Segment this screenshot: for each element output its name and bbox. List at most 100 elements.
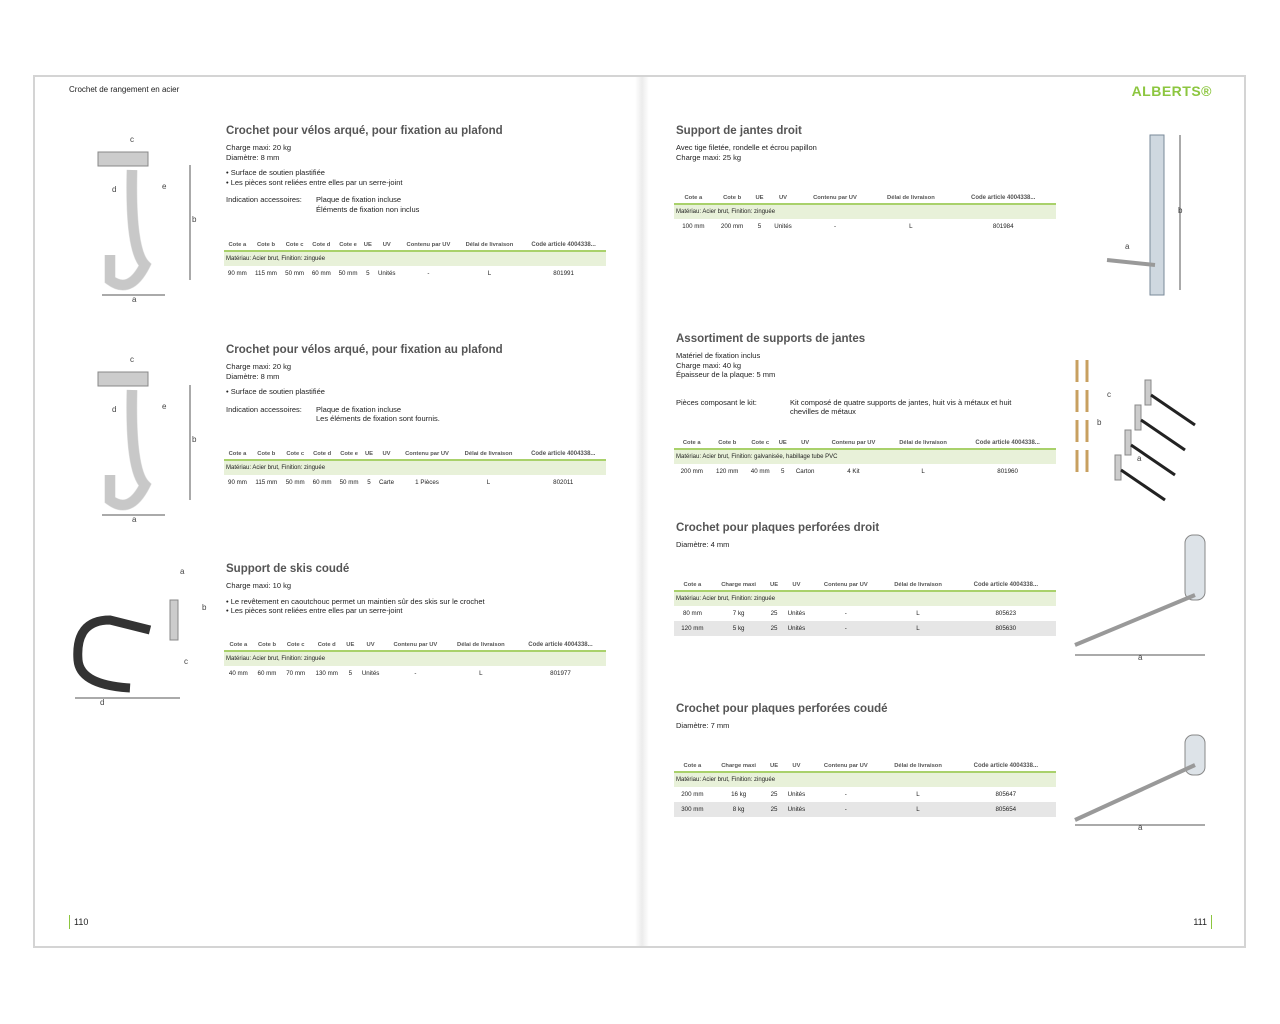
table-cell: 5 kg [710,620,767,636]
table-cell: 120 mm [674,620,711,636]
table-cell: 5 [348,669,353,677]
dimension-label: e [162,182,167,191]
table-header: Contenu par UV [397,451,457,461]
table-cell: L [880,801,956,817]
table-cell: 25 [770,609,778,617]
table-header: Cote b [709,440,745,450]
table-cell: Unités [774,222,792,230]
table-header: Cote b [712,195,752,205]
dimension-label: d [112,185,117,194]
table-header: Cote d [308,451,336,461]
table-header: Délai de livraison [871,195,951,205]
table-cell: 50 mm [285,478,305,486]
product-specs: Diamètre: 4 mm [676,540,730,549]
table-cell: 5 [366,269,370,277]
table-header: Cote e [335,451,363,461]
table-cell: 801977 [550,669,571,677]
product-features: • Surface de soutien plastifiée • Les pi… [226,168,403,187]
material-cell: Matériau: Acier brut, Finition: zinguée [674,203,1056,219]
table-header: Contenu par UV [811,582,881,592]
table-cell: 5 [367,478,371,486]
table-header: Délai de livraison [880,582,956,592]
table-header: Délai de livraison [446,642,515,652]
table-header: Contenu par UV [399,242,458,252]
table-header: Délai de livraison [457,242,522,252]
accessories-value: Kit composé de quatre supports de jantes… [790,397,1012,417]
table-cell: 90 mm [228,478,247,486]
dimension-label: a [1137,454,1142,463]
dimension-label: a [1138,823,1143,832]
material-row: Matériau: Acier brut, Finition: zinguée [224,650,606,666]
dimension-label: b [192,435,197,444]
accessories-value: Plaque de fixation incluse Les éléments … [316,404,440,424]
dimension-label: c [184,657,188,666]
table-header: Délai de livraison [886,440,960,450]
table-header: Code article 4004338... [955,582,1056,592]
table-cell: - [833,222,836,230]
product-specs: Charge maxi: 20 kg Diamètre: 8 mm [226,143,292,162]
alberts-logo: ALBERTS® [1131,83,1212,99]
table-cell: - [844,790,847,798]
product-title: Crochet pour plaques perforées droit [676,522,880,534]
product-image [1106,134,1181,296]
table-cell: Unités [361,669,380,677]
dimension-label: b [192,215,197,224]
dimension-label: d [100,698,105,707]
table-header: UE [362,451,376,461]
product-image [1074,534,1206,656]
product-title: Assortiment de supports de jantes [676,333,866,345]
table-cell: 1 Pièces [415,478,439,486]
material-cell: Matériau: Acier brut, Finition: zinguée [674,590,1056,606]
table-cell: 50 mm [285,269,305,277]
running-head: Crochet de rangement en acier [69,85,180,94]
table-cell: L [909,222,913,230]
table-cell: Unités [781,801,812,817]
table-cell: 805647 [995,790,1017,798]
table-header: UE [361,242,375,252]
table-header: Cote c [281,642,311,652]
table-header: Code article 4004338... [959,440,1056,450]
table-cell: 60 mm [257,669,277,677]
dimension-label: c [130,135,134,144]
dimension-label: a [1125,242,1130,251]
dimension-label: d [112,405,117,414]
table-header: Cote a [224,642,253,652]
accessories-label: Pièces composant le kit: [676,397,757,407]
table-header: Contenu par UV [820,440,887,450]
product-title: Support de skis coudé [226,563,350,575]
page-number-right: 111 [1189,915,1212,929]
table-cell: L [916,790,920,798]
material-row: Matériau: Acier brut, Finition: zinguée [224,459,606,475]
table-cell: Carton [795,467,815,475]
page-gutter [635,77,649,946]
material-cell: Matériau: Acier brut, Finition: zinguée [674,771,1056,787]
table-header: UV [374,242,400,252]
product-specs: Avec tige filetée, rondelle et écrou pap… [676,143,817,162]
table-cell: L [486,478,491,486]
table-header: UE [751,195,768,205]
page-number-left: 110 [69,915,92,929]
catalog-spread: Crochet de rangement en acier ALBERTS® 1… [33,75,1246,948]
table-header: Délai de livraison [456,451,521,461]
product-title: Crochet pour vélos arqué, pour fixation … [226,125,503,137]
table-cell: L [487,269,492,277]
table-cell: - [414,669,417,677]
table-cell: 300 mm [674,801,711,817]
table-header: Cote b [252,642,282,652]
dimension-label: c [1107,390,1111,399]
table-cell: Unités [377,269,396,277]
table-header: Contenu par UV [383,642,447,652]
table-header: Contenu par UV [798,195,872,205]
product-section: Crochet pour vélos arqué, pour fixation … [226,125,616,214]
table-cell: 16 kg [731,790,747,798]
